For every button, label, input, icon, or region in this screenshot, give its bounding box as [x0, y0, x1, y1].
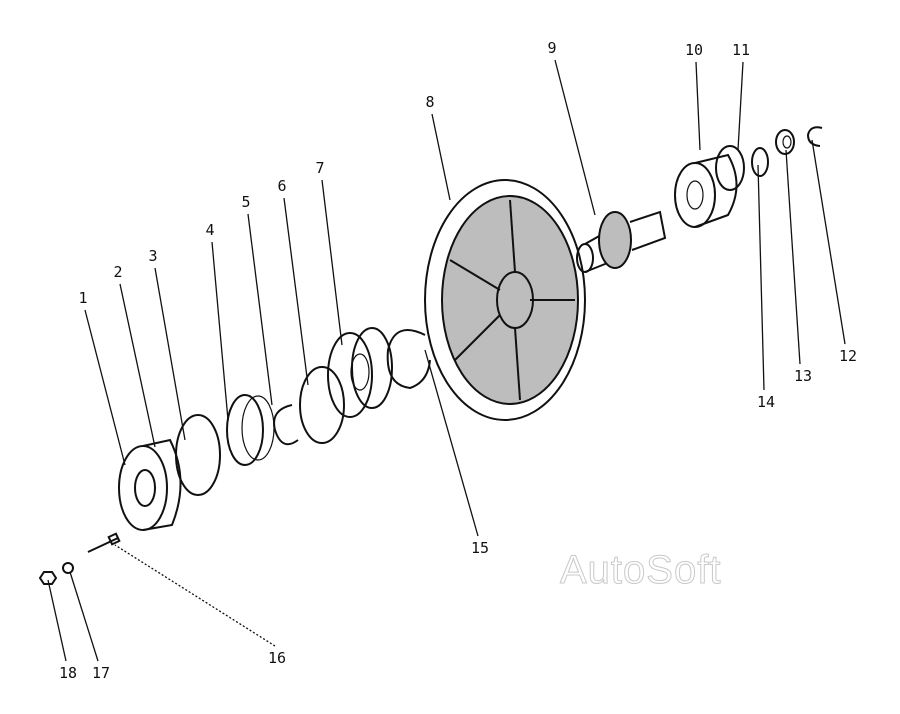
label-5: 5	[241, 193, 251, 211]
watermark: AutoSoft	[559, 548, 722, 593]
part-1-flange	[118, 438, 182, 531]
part-11-ring	[715, 145, 745, 191]
label-1: 1	[78, 289, 88, 307]
label-12: 12	[838, 347, 858, 365]
label-3: 3	[148, 247, 158, 265]
part-7-bearing	[327, 327, 393, 418]
part-4-bearing-race	[226, 394, 275, 466]
leader-lines	[47, 59, 846, 662]
part-17-washer	[62, 562, 74, 574]
label-16: 16	[267, 649, 287, 667]
label-4: 4	[205, 221, 215, 239]
part-6-washer	[299, 366, 345, 444]
label-15: 15	[470, 539, 490, 557]
part-15-retaining-ring	[386, 329, 431, 390]
label-13: 13	[793, 367, 813, 385]
part-12-circlip	[806, 126, 823, 147]
label-6: 6	[277, 177, 287, 195]
label-17: 17	[91, 664, 111, 682]
part-8-flywheel-housing	[424, 179, 586, 421]
label-10: 10	[684, 41, 704, 59]
part-14-snap-ring	[751, 147, 769, 177]
label-2: 2	[113, 263, 123, 281]
label-11: 11	[731, 41, 751, 59]
label-18: 18	[58, 664, 78, 682]
part-18-nut	[38, 571, 58, 585]
part-5-snap-ring	[273, 404, 299, 446]
part-10-carrier	[674, 153, 738, 228]
label-9: 9	[547, 39, 557, 57]
part-13-bushing	[775, 129, 795, 155]
label-7: 7	[315, 159, 325, 177]
label-14: 14	[756, 393, 776, 411]
label-8: 8	[425, 93, 435, 111]
part-9-gear-shaft	[576, 210, 667, 273]
part-3-shim	[175, 414, 221, 496]
part-16-bolt	[87, 532, 121, 553]
